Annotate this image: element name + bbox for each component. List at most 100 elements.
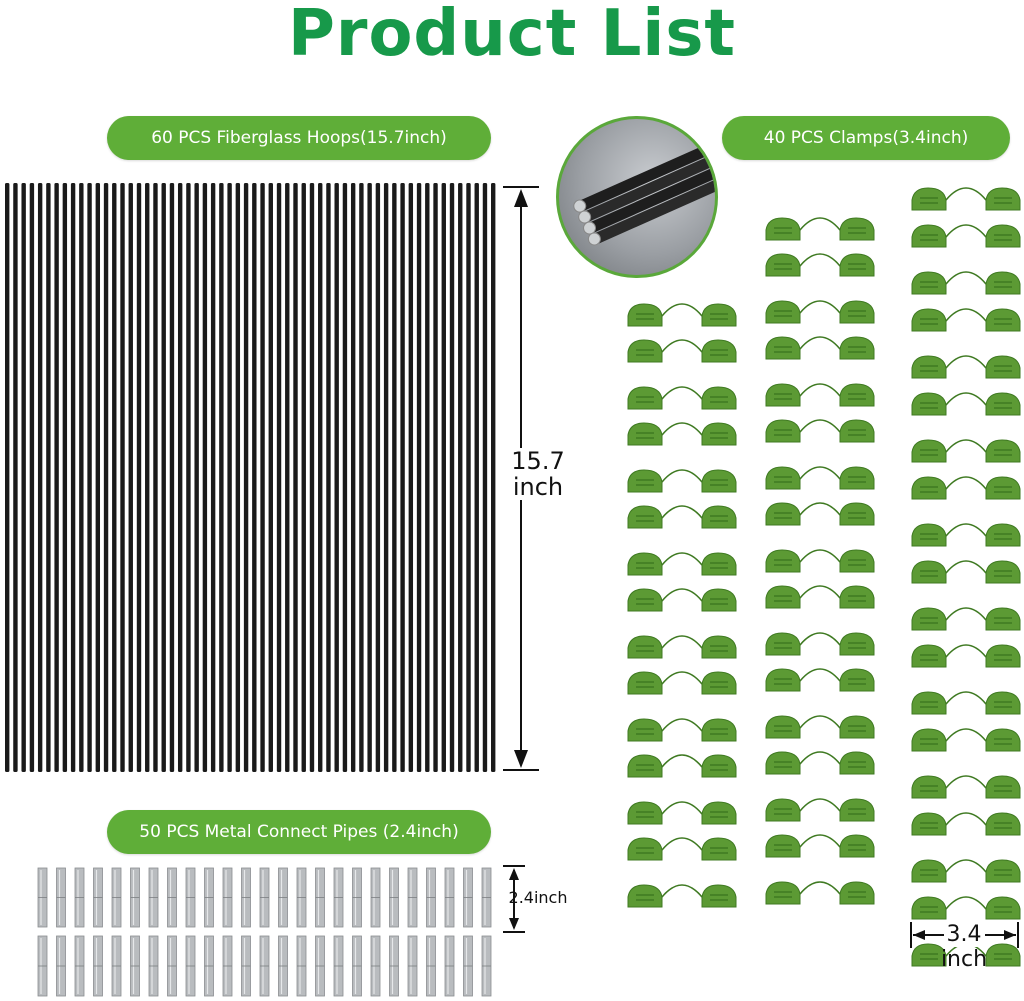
pipe-icon — [315, 867, 325, 928]
clamp-icon — [911, 691, 1021, 715]
fiberglass-rod — [202, 183, 208, 772]
pipe-icon — [296, 867, 307, 928]
fiberglass-rod — [285, 183, 290, 772]
fiberglass-rod — [318, 183, 323, 772]
fiberglass-rod — [62, 183, 68, 772]
clamp-icon — [765, 585, 875, 609]
pipe-icon — [74, 867, 85, 928]
fiberglass-rod — [219, 183, 224, 772]
pipe-icon — [74, 935, 85, 997]
clamp-icon — [765, 466, 875, 490]
pipe-icon — [389, 935, 399, 997]
clamp-icon — [627, 718, 737, 742]
clamp-icon — [765, 300, 875, 324]
hoop-dimension-label: 15.7 inch — [498, 448, 578, 500]
pipe-icon — [167, 867, 177, 928]
pipe-icon — [93, 935, 103, 997]
pipe-icon — [148, 867, 159, 928]
clamp-icon — [627, 386, 737, 410]
pipe-icon — [167, 935, 177, 997]
clamp-icon — [765, 383, 875, 407]
fiberglass-rod — [449, 183, 455, 772]
metal-pipes-group — [37, 867, 492, 997]
fiberglass-rod — [293, 183, 298, 772]
clamp-icon — [911, 728, 1021, 752]
fiberglass-rod — [367, 183, 372, 772]
fiberglass-rod — [491, 183, 496, 772]
pipe-icon — [241, 935, 251, 997]
clamp-icon — [911, 859, 1021, 883]
clamp-icon — [911, 607, 1021, 631]
clamp-icon — [911, 644, 1021, 668]
pipe-icon — [130, 867, 140, 928]
pipe-icon — [389, 867, 399, 928]
clamp-icon — [627, 469, 737, 493]
clamp-icon — [765, 881, 875, 905]
clamp-icon — [765, 751, 875, 775]
fiberglass-rod — [260, 183, 265, 772]
pipe-icon — [204, 935, 214, 997]
clamp-icon — [911, 943, 1021, 967]
fiberglass-rod — [276, 183, 282, 772]
clamp-icon — [765, 715, 875, 739]
clamp-icon — [911, 224, 1021, 248]
fiberglass-rod — [186, 183, 191, 772]
pipe-icon — [407, 867, 418, 928]
pipe-dimension-label: 2.4inch — [508, 888, 568, 907]
clamp-icon — [627, 588, 737, 612]
clamp-icon — [911, 775, 1021, 799]
page-title: Product List — [287, 0, 737, 71]
fiberglass-rod — [5, 183, 10, 772]
clamp-icon — [911, 308, 1021, 332]
clamp-icon — [627, 552, 737, 576]
fiberglass-rod — [408, 183, 414, 772]
fiberglass-rod — [103, 183, 109, 772]
pipe-icon — [444, 935, 455, 997]
fiberglass-rod — [70, 183, 76, 772]
clamp-icon — [627, 422, 737, 446]
pipe-icon — [185, 867, 196, 928]
fiberglass-rod — [243, 183, 249, 772]
pipe-icon — [111, 935, 122, 997]
pipes-label-text: 50 PCS Metal Connect Pipes (2.4inch) — [139, 822, 459, 842]
clamp-icon — [911, 476, 1021, 500]
pipe-icon — [37, 935, 48, 997]
fiberglass-rod — [433, 183, 438, 772]
pipe-icon — [204, 867, 214, 928]
fiberglass-rod — [235, 183, 241, 772]
pipe-icon — [259, 867, 270, 928]
clamp-dimension-value: 3.4 — [943, 922, 985, 947]
pipe-icon — [426, 935, 436, 997]
fiberglass-rod — [392, 183, 397, 772]
fiberglass-rod — [342, 183, 348, 772]
pipe-icon — [407, 935, 418, 997]
pipe-icon — [352, 935, 362, 997]
clamp-icon — [911, 187, 1021, 211]
fiberglass-rod — [466, 183, 471, 772]
clamp-icon — [627, 884, 737, 908]
clamp-icon — [627, 801, 737, 825]
fiberglass-rod — [87, 183, 92, 772]
fiberglass-rod — [29, 183, 35, 772]
fiberglass-rod — [268, 183, 273, 772]
fiberglass-rod — [120, 183, 125, 772]
fiberglass-rod — [252, 183, 257, 772]
fiberglass-rod — [350, 183, 356, 772]
clamp-icon — [627, 339, 737, 363]
pipe-icon — [370, 935, 381, 997]
pipe-icon — [37, 867, 48, 928]
pipe-icon — [278, 867, 288, 928]
pipe-icon — [56, 867, 66, 928]
fiberglass-rod — [112, 183, 117, 772]
clamp-icon — [765, 419, 875, 443]
fiberglass-rod — [383, 183, 389, 772]
clamp-icon — [765, 502, 875, 526]
pipe-icon — [333, 867, 344, 928]
pipes-label: 50 PCS Metal Connect Pipes (2.4inch) — [107, 810, 491, 854]
hoops-label-text: 60 PCS Fiberglass Hoops(15.7inch) — [151, 128, 447, 148]
clamps-label-text: 40 PCS Clamps(3.4inch) — [763, 128, 969, 148]
pipe-icon — [481, 935, 492, 997]
clamp-icon — [765, 336, 875, 360]
pipe-icon — [56, 935, 66, 997]
clamp-icon — [765, 217, 875, 241]
